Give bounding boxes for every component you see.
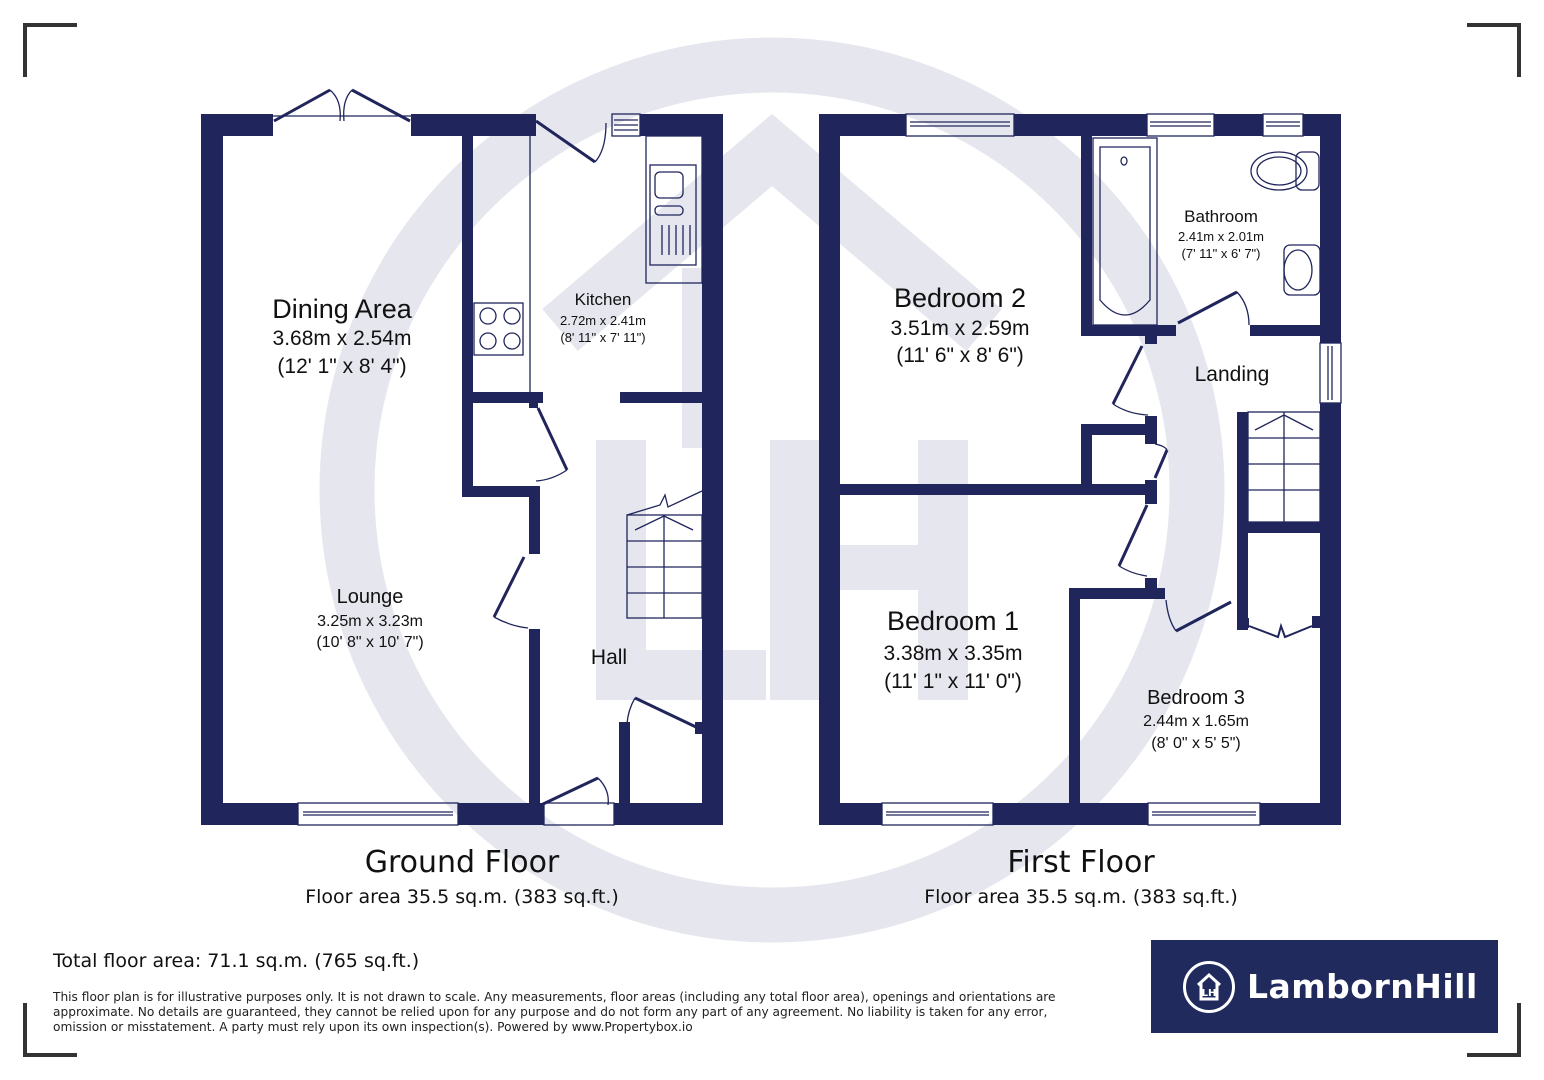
room-metric: 3.68m x 2.54m	[272, 327, 412, 350]
crop-mark-bottom-right	[1467, 1003, 1521, 1057]
room-metric: 2.44m x 1.65m	[1143, 713, 1249, 730]
room-metric: 3.25m x 3.23m	[317, 613, 423, 630]
first-floor-fixtures	[881, 113, 1342, 826]
room-imperial: (8' 0" x 5' 5")	[1151, 735, 1241, 752]
room-imperial: (7' 11" x 6' 7")	[1181, 246, 1261, 261]
room-name: Landing	[1194, 363, 1270, 386]
room-name: Kitchen	[574, 290, 632, 309]
crop-mark-top-left	[23, 23, 77, 77]
house-in-circle-icon: LH	[1183, 960, 1235, 1013]
room-imperial: (8' 11" x 7' 11")	[560, 330, 646, 345]
room-name: Dining Area	[272, 294, 412, 324]
room-name: Bedroom 1	[886, 606, 1020, 636]
room-metric: 2.72m x 2.41m	[560, 313, 646, 328]
ground-floor-plan	[201, 114, 723, 825]
brand-name: LambornHill	[1247, 967, 1478, 1006]
room-metric: 3.51m x 2.59m	[890, 317, 1030, 340]
first-floor-title: First Floor	[1007, 845, 1155, 880]
first-floor-plan	[819, 114, 1341, 825]
crop-mark-top-right	[1467, 23, 1521, 77]
ground-floor-area: Floor area 35.5 sq.m. (383 sq.ft.)	[305, 886, 619, 908]
ground-floor-fixtures	[273, 88, 703, 826]
room-metric: 3.38m x 3.35m	[883, 642, 1023, 665]
room-name: Bedroom 2	[893, 283, 1027, 313]
room-name: Bedroom 3	[1147, 687, 1245, 709]
room-imperial: (11' 1" x 11' 0")	[884, 670, 1022, 693]
room-imperial: (10' 8" x 10' 7")	[316, 634, 424, 651]
room-metric: 2.41m x 2.01m	[1178, 229, 1264, 244]
room-name: Hall	[590, 646, 628, 669]
disclaimer-text: This floor plan is for illustrative purp…	[53, 990, 1056, 1034]
svg-text:LH: LH	[1202, 988, 1217, 999]
ground-floor-title: Ground Floor	[364, 845, 560, 880]
lambornhill-logo: LH LambornHill	[1151, 940, 1498, 1033]
lh-house-watermark-icon	[319, 37, 1225, 943]
room-imperial: (12' 1" x 8' 4")	[277, 355, 407, 378]
crop-mark-bottom-left	[23, 1003, 77, 1057]
room-imperial: (11' 6" x 8' 6")	[896, 344, 1024, 367]
room-name: Lounge	[336, 586, 404, 608]
room-name: Bathroom	[1184, 207, 1258, 226]
total-floor-area: Total floor area: 71.1 sq.m. (765 sq.ft.…	[53, 950, 420, 972]
first-floor-area: Floor area 35.5 sq.m. (383 sq.ft.)	[924, 886, 1238, 908]
